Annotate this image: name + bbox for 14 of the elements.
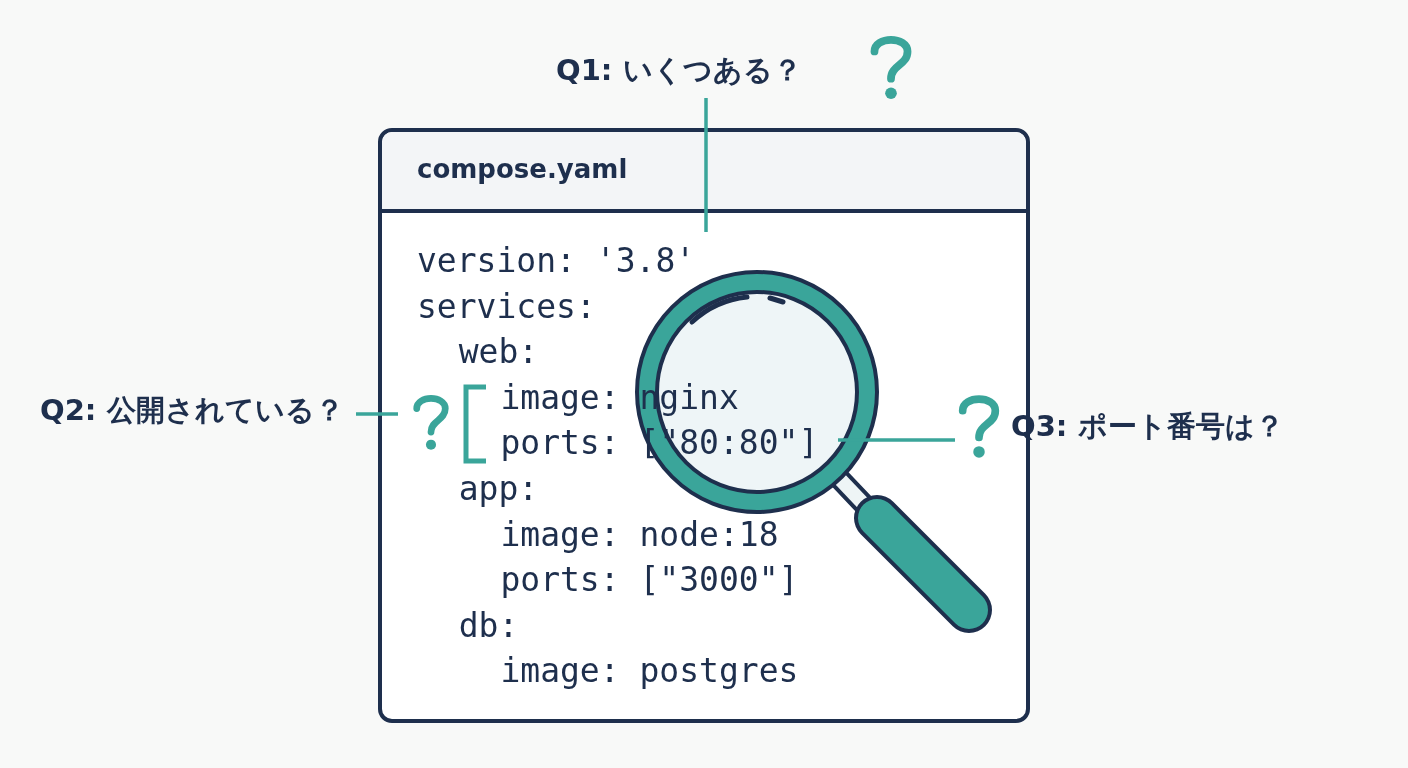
code-line: image: node:18 <box>500 514 779 555</box>
leader-line <box>704 98 708 232</box>
code-line: ports: ["3000"] <box>500 560 799 601</box>
code-line: image: postgres <box>500 651 799 692</box>
code-line: app: <box>458 469 539 509</box>
code-line: services: <box>417 286 596 327</box>
code-line: version: '3.8' <box>417 241 696 281</box>
question-text: Q1: いくつある？ <box>556 52 803 89</box>
leader-line <box>838 438 955 442</box>
file-name: compose.yaml <box>417 154 628 184</box>
code-line: db: <box>458 605 519 646</box>
code-line: web: <box>458 332 539 373</box>
leader-line <box>356 412 398 416</box>
question-text: Q2: 公開されている？ <box>40 392 345 429</box>
